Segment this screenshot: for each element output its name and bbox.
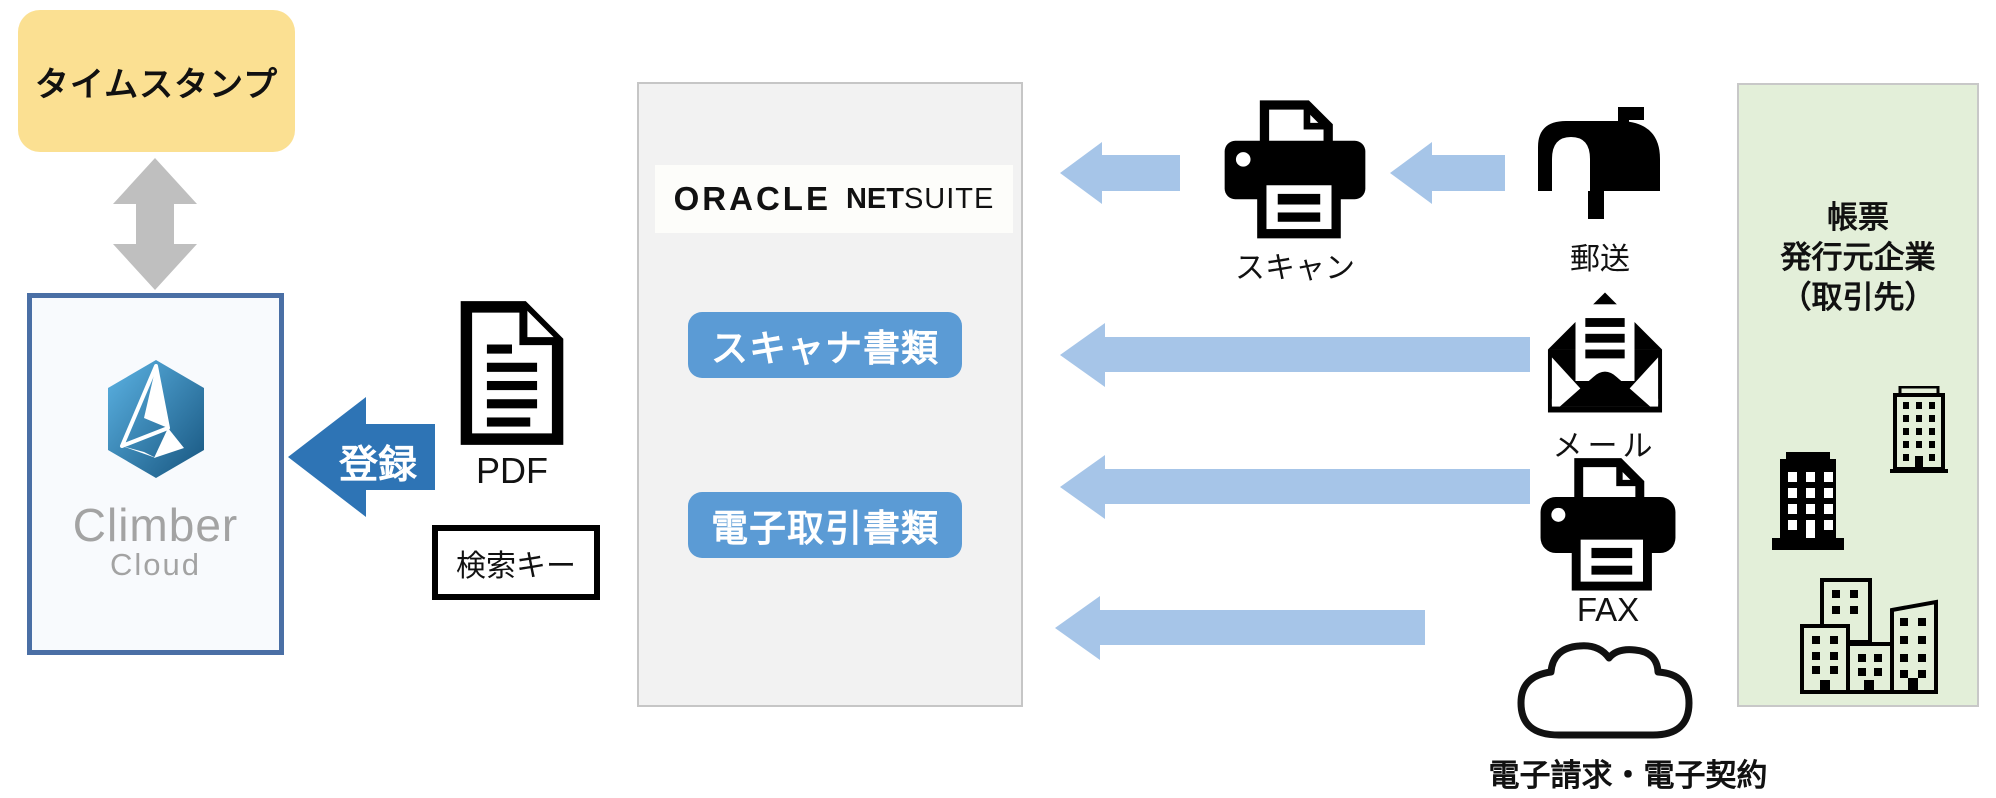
oracle-netsuite-logo: ORACLE NET SUITE [655,165,1013,233]
pdf-document-icon [460,301,564,445]
timestamp-label: タイムスタンプ [34,65,279,104]
electronic-transaction-documents-button: 電子取引書類 [688,492,962,558]
netsuite-wordmark-suite: SUITE [903,182,995,215]
timestamp-box: タイムスタンプ [18,10,295,152]
mailbox-icon [1538,103,1660,219]
scan-label: スキャン [1235,252,1355,285]
register-label: 登録 [338,444,417,487]
netsuite-wordmark-net: NET [845,182,904,215]
partner-line-1: 帳票 [1827,200,1889,235]
building-outline-icon [1890,386,1948,473]
email-open-icon [1547,292,1663,413]
electronic-transaction-documents-label: 電子取引書類 [711,508,939,549]
e-invoice-contract-label: 電子請求・電子契約 [1488,758,1768,793]
partner-line-3: （取引先） [1780,280,1936,315]
email-label: メール [1552,430,1658,463]
scanner-documents-button: スキャナ書類 [688,312,962,378]
arrow-email-to-netsuite-icon [1060,323,1530,387]
partner-title: 帳票 発行元企業 （取引先） [1737,198,1979,318]
sync-double-arrow-icon [113,158,197,290]
arrow-scan-to-netsuite-icon [1060,142,1180,204]
oracle-wordmark: ORACLE [673,180,831,217]
search-key-label: 検索キー [456,549,576,583]
partner-line-2: 発行元企業 [1780,240,1936,275]
pdf-label: PDF [476,450,548,491]
climber-name: Climber [72,499,239,551]
post-label: 郵送 [1570,243,1630,276]
scanner-documents-label: スキャナ書類 [711,328,939,369]
climber-logo-icon [107,360,204,478]
building-cluster-icon [1800,578,1938,694]
fax-label: FAX [1576,591,1640,628]
building-solid-icon [1772,452,1844,550]
climber-cloud-box: Climber Cloud [27,293,284,655]
register-arrow-icon [288,397,435,517]
arrow-cloud-to-netsuite-icon [1055,596,1425,660]
cloud-icon [1517,642,1693,739]
arrow-fax-to-netsuite-icon [1060,455,1530,519]
climber-subname: Cloud [110,547,201,582]
fax-printer-icon [1540,458,1676,591]
scanner-printer-icon [1224,100,1366,239]
search-key-box: 検索キー [432,525,600,600]
arrow-post-to-scan-icon [1390,142,1505,204]
